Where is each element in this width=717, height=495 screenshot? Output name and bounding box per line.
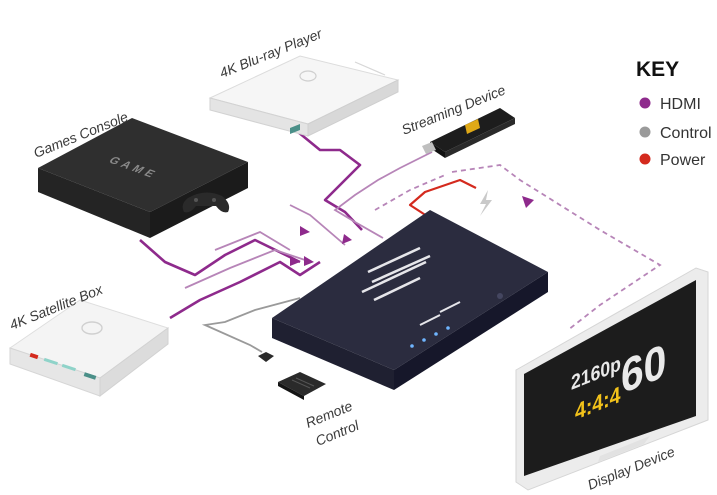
legend-title: KEY [636,58,679,81]
ir-receiver [258,352,274,362]
legend-dot-control [639,126,651,138]
bluray-player [208,55,400,137]
legend-label-hdmi: HDMI [660,96,701,113]
legend-dot-power [639,153,651,165]
input-arrow-3 [304,256,314,266]
display-device: 2160p 4:4:4 60 [515,267,709,491]
hdmi-cable-display-link [374,174,446,211]
hdmi-cable-bluray [297,130,363,231]
remote-control [278,372,326,400]
hdmi-arrow [522,196,534,208]
hdmi-cable-satellite [169,260,321,320]
hdmi-switcher [272,210,548,390]
hdmi-cable-display [451,164,662,331]
hdmi-cable-satellite-b [184,249,306,289]
streaming-device [422,108,515,158]
control-cable [201,297,301,353]
cables [139,130,662,353]
power-cable [408,178,477,219]
satellite-box [8,299,170,398]
input-arrow-2 [290,256,300,266]
input-arrow-1 [342,234,352,244]
controller-icon [182,192,230,213]
games-console: GAME [38,118,248,238]
hdmi-cable-bluray-b [289,204,346,246]
hdmi-cable-games [139,238,301,277]
input-arrow-4 [300,226,310,236]
legend-label-power: Power [660,152,706,169]
hdmi-cable-streaming [333,151,433,239]
legend: KEY HDMI Control Power [636,58,712,169]
legend-label-control: Control [660,125,712,142]
legend-dot-hdmi [639,97,651,109]
lightning-icon [480,190,492,216]
hdmi-cable-games-b [214,230,291,251]
